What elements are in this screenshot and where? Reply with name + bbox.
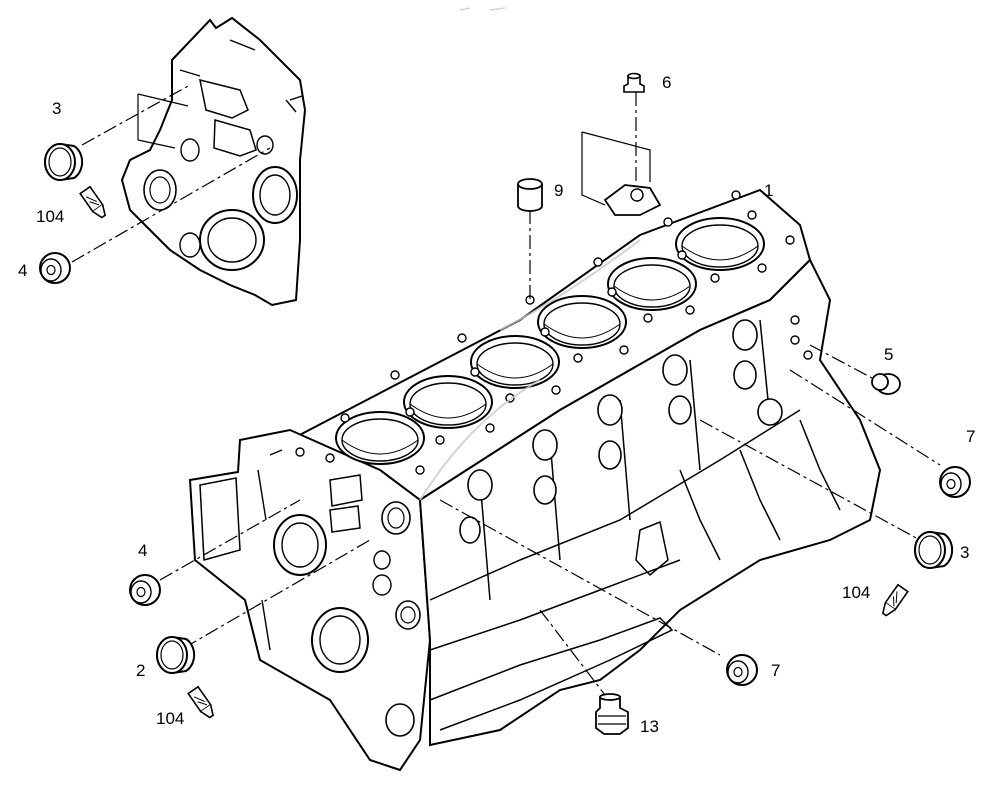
callout-104-top: 104 (36, 207, 65, 226)
callout-9: 9 (554, 181, 564, 200)
part-104-lower-sealant (187, 685, 218, 721)
callout-3-top: 3 (52, 99, 62, 118)
part-2-ring (156, 636, 196, 674)
callout-4-lower: 4 (138, 541, 148, 560)
leader-lines (71, 84, 941, 696)
callout-4-top: 4 (18, 261, 28, 280)
part-7-right-plug (939, 466, 971, 498)
callout-3-right: 3 (960, 543, 970, 562)
part-13-drain-plug (595, 693, 629, 735)
part-4-top-plug (39, 252, 71, 284)
callout-5: 5 (884, 345, 894, 364)
callout-104-right: 104 (842, 583, 871, 602)
rear-housing (120, 16, 307, 307)
callout-2: 2 (136, 661, 146, 680)
part-104-right-sealant (878, 583, 909, 619)
watermark (419, 7, 641, 501)
part-4-lower-plug (129, 574, 161, 606)
part-104-top-sealant (79, 185, 110, 221)
callout-7-right: 7 (966, 427, 976, 446)
callout-6: 6 (662, 73, 672, 92)
part-3-top-ring (44, 143, 84, 181)
callout-1: 1 (764, 181, 774, 200)
part-6-plug (623, 72, 645, 93)
part-5-plug (871, 373, 901, 395)
part-7-bottom-plug (726, 654, 758, 686)
part-9-sleeve (517, 178, 543, 212)
callout-7-bottom: 7 (771, 661, 781, 680)
part-3-right-ring (914, 531, 954, 569)
callout-104-lower: 104 (156, 709, 185, 728)
callout-13: 13 (640, 717, 659, 736)
